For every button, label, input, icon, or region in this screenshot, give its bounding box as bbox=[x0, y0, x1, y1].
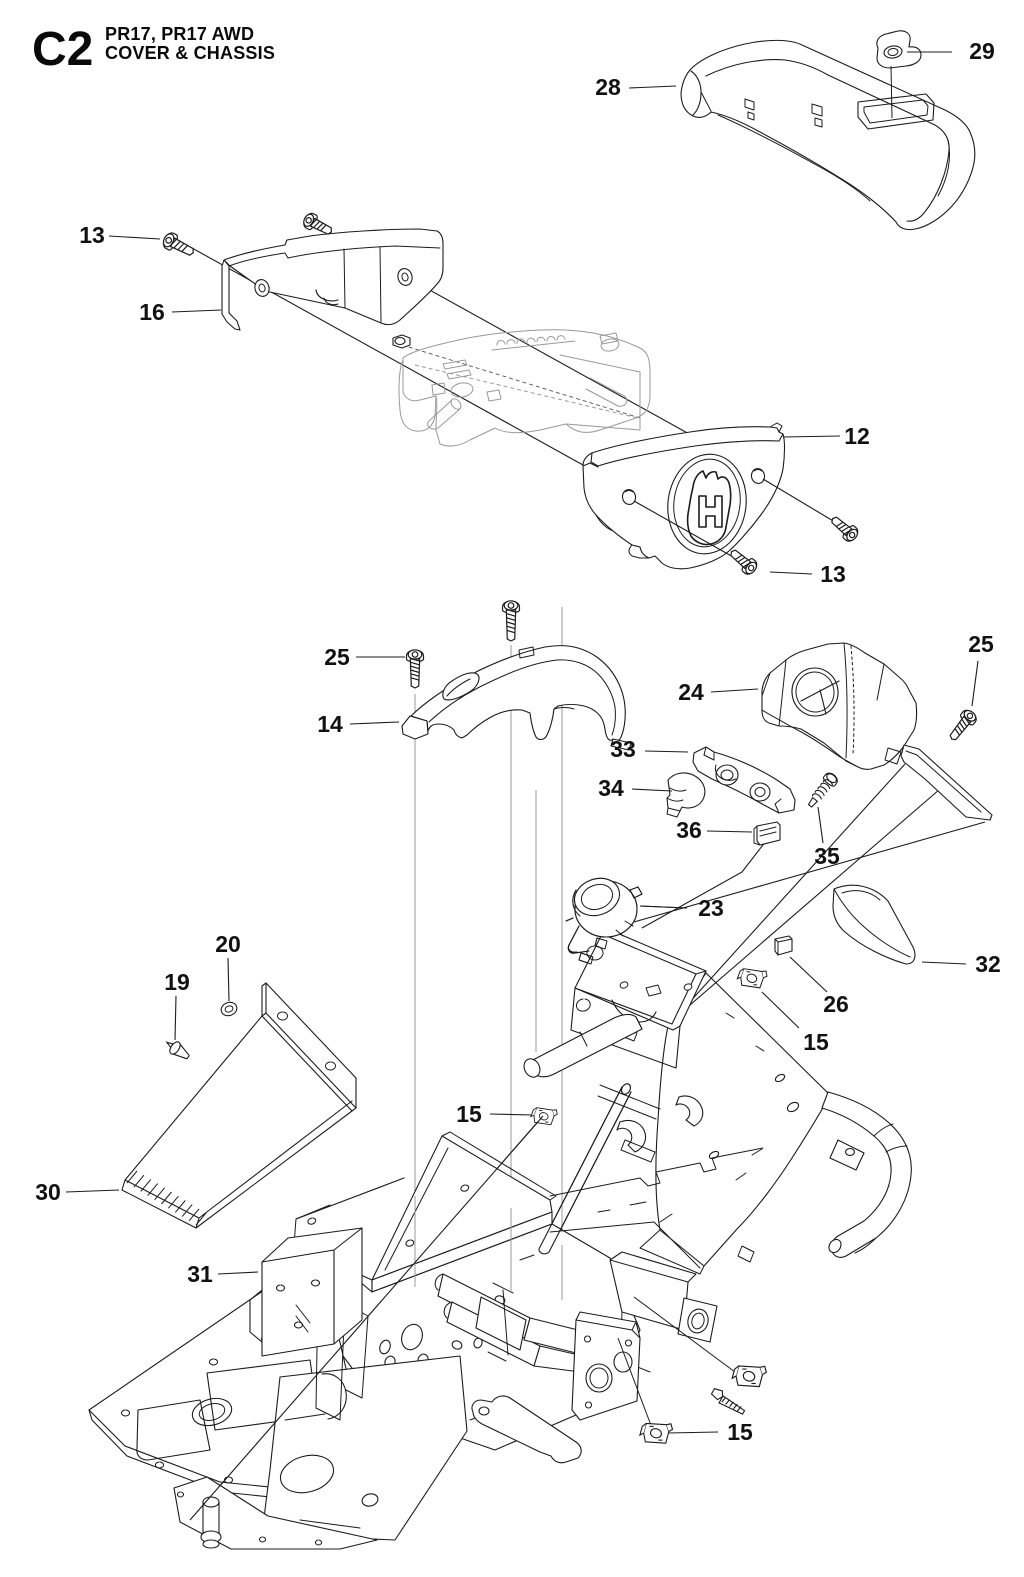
svg-text:24: 24 bbox=[678, 679, 704, 705]
svg-text:16: 16 bbox=[139, 299, 165, 325]
svg-text:15: 15 bbox=[803, 1029, 829, 1055]
svg-text:23: 23 bbox=[698, 895, 724, 921]
svg-text:14: 14 bbox=[317, 711, 343, 737]
svg-text:COVER & CHASSIS: COVER & CHASSIS bbox=[105, 43, 275, 63]
svg-text:15: 15 bbox=[456, 1101, 482, 1127]
svg-text:32: 32 bbox=[975, 951, 1001, 977]
svg-text:19: 19 bbox=[164, 969, 190, 995]
svg-text:26: 26 bbox=[823, 991, 849, 1017]
svg-text:28: 28 bbox=[595, 74, 621, 100]
svg-text:33: 33 bbox=[610, 736, 636, 762]
svg-text:30: 30 bbox=[35, 1179, 61, 1205]
svg-text:31: 31 bbox=[187, 1261, 213, 1287]
svg-text:34: 34 bbox=[598, 775, 624, 801]
svg-text:20: 20 bbox=[215, 931, 241, 957]
svg-text:15: 15 bbox=[727, 1419, 753, 1445]
svg-text:35: 35 bbox=[814, 843, 840, 869]
svg-text:13: 13 bbox=[79, 222, 105, 248]
svg-text:PR17, PR17 AWD: PR17, PR17 AWD bbox=[105, 24, 254, 44]
svg-text:36: 36 bbox=[676, 817, 702, 843]
svg-text:C2: C2 bbox=[32, 23, 93, 76]
svg-text:12: 12 bbox=[844, 423, 870, 449]
svg-text:29: 29 bbox=[969, 38, 995, 64]
svg-text:13: 13 bbox=[820, 561, 846, 587]
svg-text:25: 25 bbox=[968, 631, 994, 657]
svg-text:25: 25 bbox=[324, 644, 350, 670]
